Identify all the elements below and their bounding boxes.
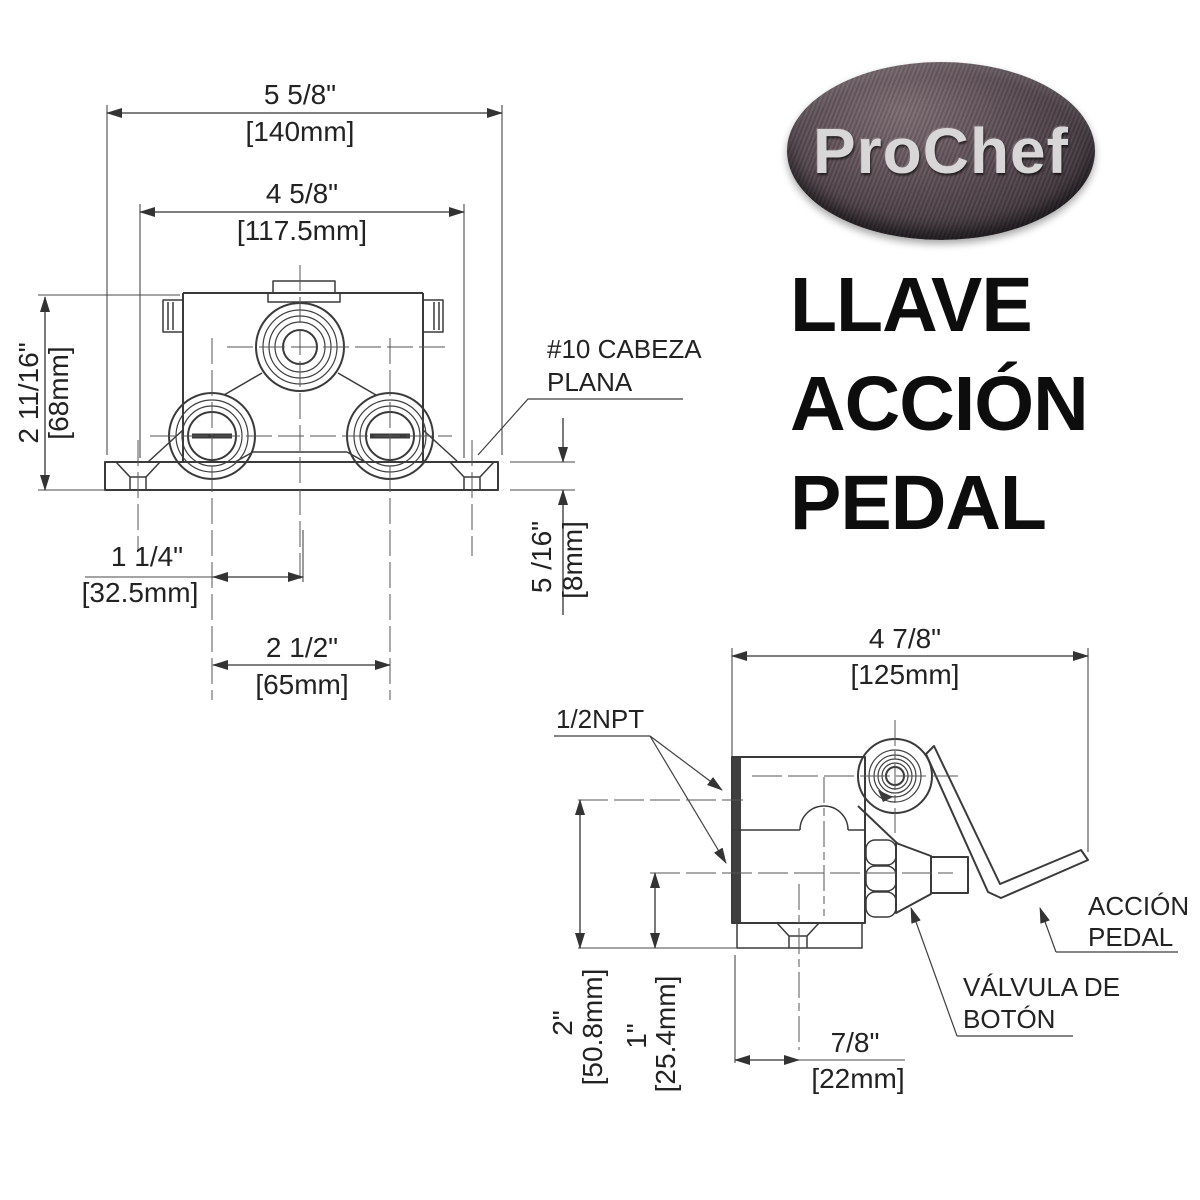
product-title-line3: PEDAL bbox=[790, 460, 1047, 546]
button-valve-label-line2: BOTÓN bbox=[963, 1004, 1055, 1034]
pedal-label-line1: ACCIÓN bbox=[1088, 891, 1189, 921]
button-valve bbox=[865, 839, 969, 918]
flat-head-label-line2: PLANA bbox=[547, 367, 633, 397]
dim-port-spacing-mm: [65mm] bbox=[255, 669, 348, 700]
dim-height-in: 2 11/16" bbox=[13, 342, 44, 443]
pedal-action-callout: ACCIÓN PEDAL bbox=[1039, 891, 1189, 953]
dim-foot-thickness-in: 5 /16" bbox=[526, 521, 557, 593]
dim-foot-offset-in: 7/8" bbox=[831, 1027, 880, 1058]
button-valve-label-line1: VÁLVULA DE bbox=[963, 972, 1120, 1002]
dim-overall-width-mm: [140mm] bbox=[246, 116, 355, 147]
flat-head-label-line1: #10 CABEZA bbox=[547, 334, 702, 364]
side-view-drawing: 4 7/8" [125mm] 1/2NPT bbox=[547, 623, 1189, 1094]
product-title-line1: LLAVE bbox=[790, 262, 1033, 348]
dim-overall-width-in: 5 5/8" bbox=[264, 79, 336, 110]
valve-side-body bbox=[578, 720, 1089, 1050]
dim-overall-depth-in: 4 7/8" bbox=[869, 623, 941, 654]
flat-head-callout: #10 CABEZA PLANA bbox=[477, 334, 702, 456]
port-spacing-dim: 2 1/2" [65mm] bbox=[212, 632, 391, 700]
npt-label: 1/2NPT bbox=[556, 704, 644, 734]
brand-logo-text: ProChef bbox=[813, 115, 1069, 187]
dim-upper-port-mm: [50.8mm] bbox=[577, 969, 608, 1086]
center-offset-dim: 1 1/4" [32.5mm] bbox=[82, 530, 304, 608]
dim-inner-width-in: 4 5/8" bbox=[266, 178, 338, 209]
dim-upper-port-in: 2" bbox=[547, 1010, 578, 1036]
dim-center-offset-mm: [32.5mm] bbox=[82, 577, 199, 608]
dim-inner-width-mm: [117.5mm] bbox=[237, 215, 367, 246]
button-valve-callout: VÁLVULA DE BOTÓN bbox=[910, 907, 1120, 1037]
brand-logo: ProChef bbox=[787, 62, 1095, 240]
pedal-lever bbox=[925, 745, 1089, 899]
product-title-line2: ACCIÓN bbox=[790, 361, 1089, 447]
foot-thickness-dim: 5 /16" [8mm] bbox=[510, 418, 588, 615]
foot-offset-dim: 7/8" [22mm] bbox=[734, 955, 905, 1094]
dim-foot-thickness-mm: [8mm] bbox=[557, 521, 588, 599]
dim-overall-depth-mm: [125mm] bbox=[851, 659, 960, 690]
dim-port-spacing-in: 2 1/2" bbox=[266, 632, 338, 663]
dim-height-mm: [68mm] bbox=[43, 346, 74, 439]
valve-front-body bbox=[104, 265, 499, 700]
dim-foot-offset-mm: [22mm] bbox=[811, 1063, 904, 1094]
dim-center-offset-in: 1 1/4" bbox=[111, 541, 183, 572]
npt-callout: 1/2NPT bbox=[554, 704, 727, 864]
dim-lower-port-in: 1" bbox=[621, 1023, 652, 1049]
pedal-label-line2: PEDAL bbox=[1088, 922, 1173, 952]
product-title: LLAVE ACCIÓN PEDAL bbox=[790, 256, 1089, 553]
mounting-face bbox=[732, 757, 741, 923]
front-view-drawing: 5 5/8" [140mm] 4 5/8" [117.5mm] 2 11/16"… bbox=[13, 79, 702, 700]
dim-lower-port-mm: [25.4mm] bbox=[650, 976, 681, 1093]
